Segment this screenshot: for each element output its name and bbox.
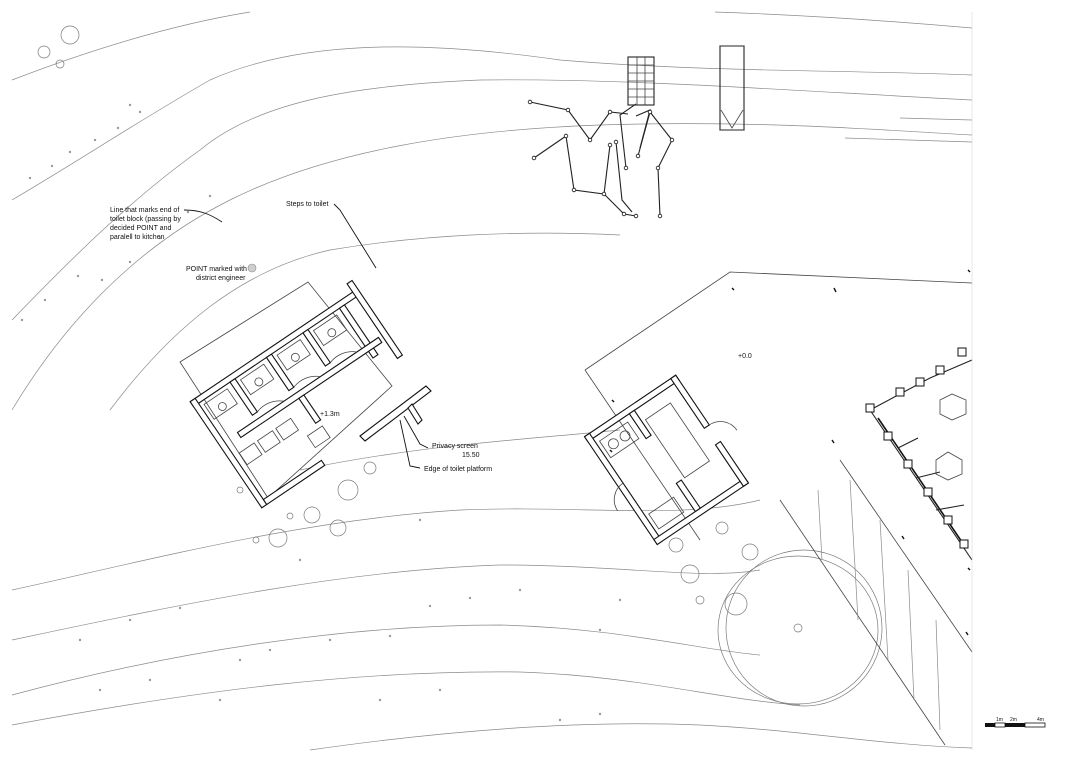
contour-lines [11, 11, 973, 751]
privacy-screen-label: Privacy screen [432, 443, 478, 450]
kitchen-building [583, 374, 750, 546]
annotation-leaders [183, 203, 429, 469]
end-line-label-4: paralell to kitchen [110, 234, 165, 241]
path-network [527, 99, 675, 219]
toilet-level-label: +1.3m [320, 411, 340, 418]
scale-tick-1m: 1m [996, 717, 1003, 723]
kitchen-platform [584, 271, 973, 746]
end-line-label-2: toilet block (passing by [110, 216, 181, 223]
point-marker [247, 263, 257, 273]
scale-tick-4m: 4m [1037, 717, 1044, 723]
toilet-block [179, 279, 432, 509]
edge-ticks [609, 269, 971, 636]
scale-bar: 1m 2m 4m [985, 717, 1046, 728]
kitchen-level-label: +0.0 [738, 353, 752, 360]
scale-tick-2m: 2m [1010, 717, 1017, 723]
end-line-label-3: decided POINT and [110, 225, 171, 232]
right-building [865, 347, 973, 561]
ground-dots [20, 103, 622, 722]
point-label-1: POINT marked with [186, 266, 247, 273]
end-line-label-1: Line that marks end of [110, 207, 179, 214]
steps-label: Steps to toilet [286, 201, 328, 208]
privacy-screen-value: 15.50 [462, 452, 480, 459]
platform-edge-label: Edge of toilet platform [424, 466, 492, 473]
trees [37, 25, 883, 707]
point-label-2: district engineer [196, 275, 246, 282]
annotations: Line that marks end of toilet block (pas… [110, 201, 752, 473]
stair-grid [627, 56, 655, 106]
ramp [719, 45, 745, 131]
